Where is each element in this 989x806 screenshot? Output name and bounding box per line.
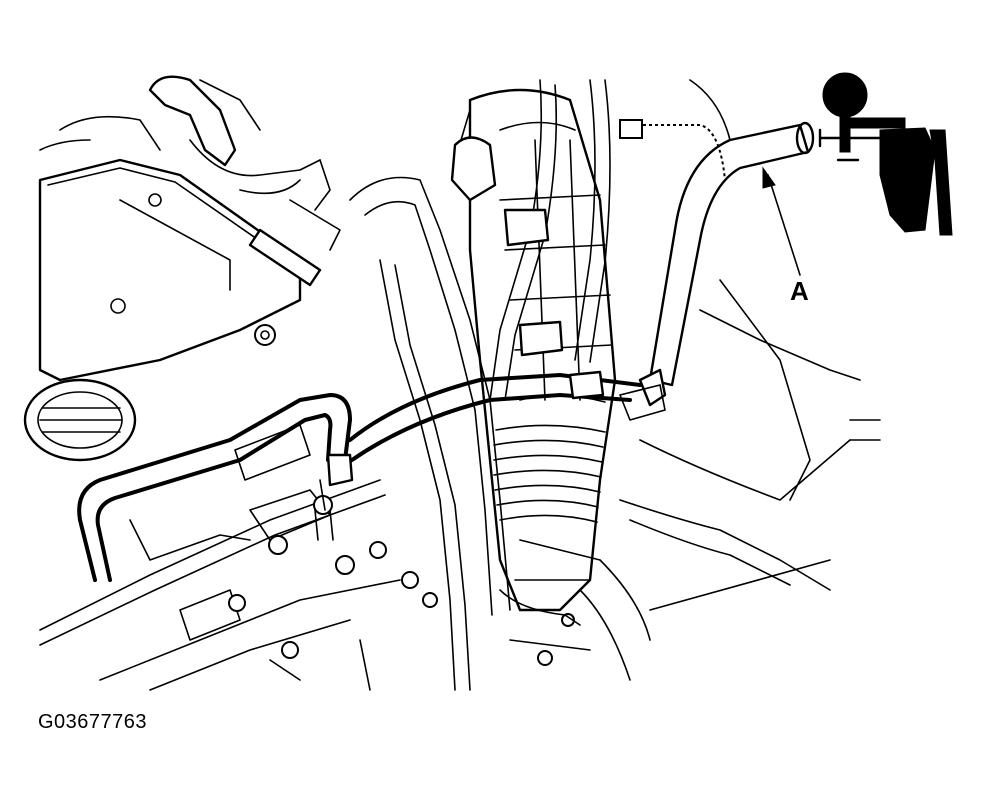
vertical-hoses bbox=[349, 79, 611, 691]
lower-right-hoses bbox=[579, 79, 881, 681]
hose-a bbox=[619, 119, 815, 421]
oil-filler-cap bbox=[23, 378, 137, 462]
vacuum-pump-tool bbox=[818, 72, 953, 236]
lower-engine-block bbox=[39, 424, 591, 691]
callout-label-a: A bbox=[790, 276, 809, 306]
upper-hoses bbox=[148, 75, 341, 287]
figure-id: G03677763 bbox=[38, 711, 148, 733]
engine-cover bbox=[38, 115, 302, 382]
callout-arrow bbox=[762, 166, 801, 276]
